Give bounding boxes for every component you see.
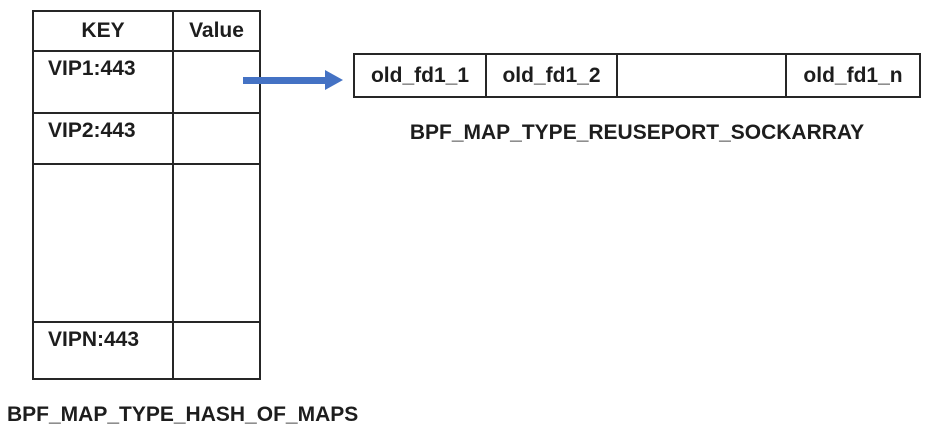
table-row-vip2: VIP2:443 bbox=[34, 114, 259, 165]
sockarray-cell-old-fd1-1: old_fd1_1 bbox=[355, 55, 487, 96]
right-arrow-icon bbox=[243, 70, 343, 91]
value-cell-vipn bbox=[174, 323, 259, 378]
arrow-shaft bbox=[243, 77, 325, 84]
value-cell-vip2 bbox=[174, 114, 259, 163]
column-header-key: KEY bbox=[34, 12, 174, 50]
hash-of-maps-table: KEY Value VIP1:443 VIP2:443 VIPN:443 bbox=[32, 10, 261, 380]
sockarray-cell-old-fd1-n: old_fd1_n bbox=[803, 63, 903, 87]
key-cell-vipn: VIPN:443 bbox=[34, 323, 174, 378]
key-cell-vip1: VIP1:443 bbox=[34, 52, 174, 112]
column-header-value: Value bbox=[189, 19, 244, 42]
table-row-vip1: VIP1:443 bbox=[34, 52, 259, 114]
arrow-head bbox=[325, 70, 343, 90]
table-row-vipn: VIPN:443 bbox=[34, 323, 259, 378]
sockarray-cell-old-fd1-2: old_fd1_2 bbox=[487, 55, 618, 96]
value-cell-empty bbox=[174, 165, 259, 321]
reuseport-sockarray-caption: BPF_MAP_TYPE_REUSEPORT_SOCKARRAY bbox=[409, 121, 865, 144]
key-cell-empty bbox=[34, 165, 174, 321]
sockarray-cell-empty bbox=[618, 55, 787, 96]
reuseport-sockarray: old_fd1_1 old_fd1_2 old_fd1_n bbox=[353, 53, 921, 98]
hash-of-maps-caption: BPF_MAP_TYPE_HASH_OF_MAPS bbox=[7, 403, 359, 426]
table-header-row: KEY Value bbox=[34, 12, 259, 52]
key-cell-vip2: VIP2:443 bbox=[34, 114, 174, 163]
table-row-ellipsis bbox=[34, 165, 259, 323]
